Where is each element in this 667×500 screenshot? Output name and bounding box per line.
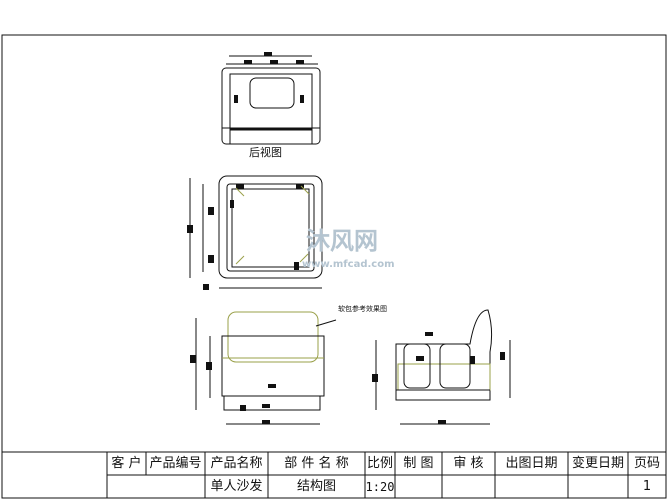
value-scale: 1:20 (365, 480, 395, 494)
drawing-border (1, 34, 667, 499)
rear-view-label: 后视图 (249, 146, 282, 159)
value-product-name: 单人沙发 (210, 479, 263, 494)
title-block-grid (2, 451, 666, 498)
header-customer: 客 户 (111, 456, 142, 471)
header-scale: 比例 (366, 456, 393, 471)
header-drawn: 制 图 (403, 456, 434, 471)
rear-view (221, 52, 321, 145)
value-part-name: 结构图 (296, 479, 336, 494)
header-change-date: 变更日期 (571, 456, 624, 471)
header-product-code: 产品编号 (149, 456, 202, 471)
top-view (187, 175, 323, 290)
header-checked: 审 核 (453, 456, 484, 471)
header-issue-date: 出图日期 (505, 456, 558, 471)
watermark-brand: 沐风网 (306, 227, 378, 255)
side-view (372, 309, 511, 425)
note-label: 软包参考效果图 (338, 305, 387, 313)
watermark-url: www.mfcad.com (302, 259, 395, 270)
header-part-name: 部 件 名 称 (284, 456, 349, 471)
front-view (190, 311, 337, 425)
header-product-name: 产品名称 (210, 456, 263, 471)
header-page: 页码 (633, 456, 660, 471)
value-page: 1 (642, 479, 652, 494)
